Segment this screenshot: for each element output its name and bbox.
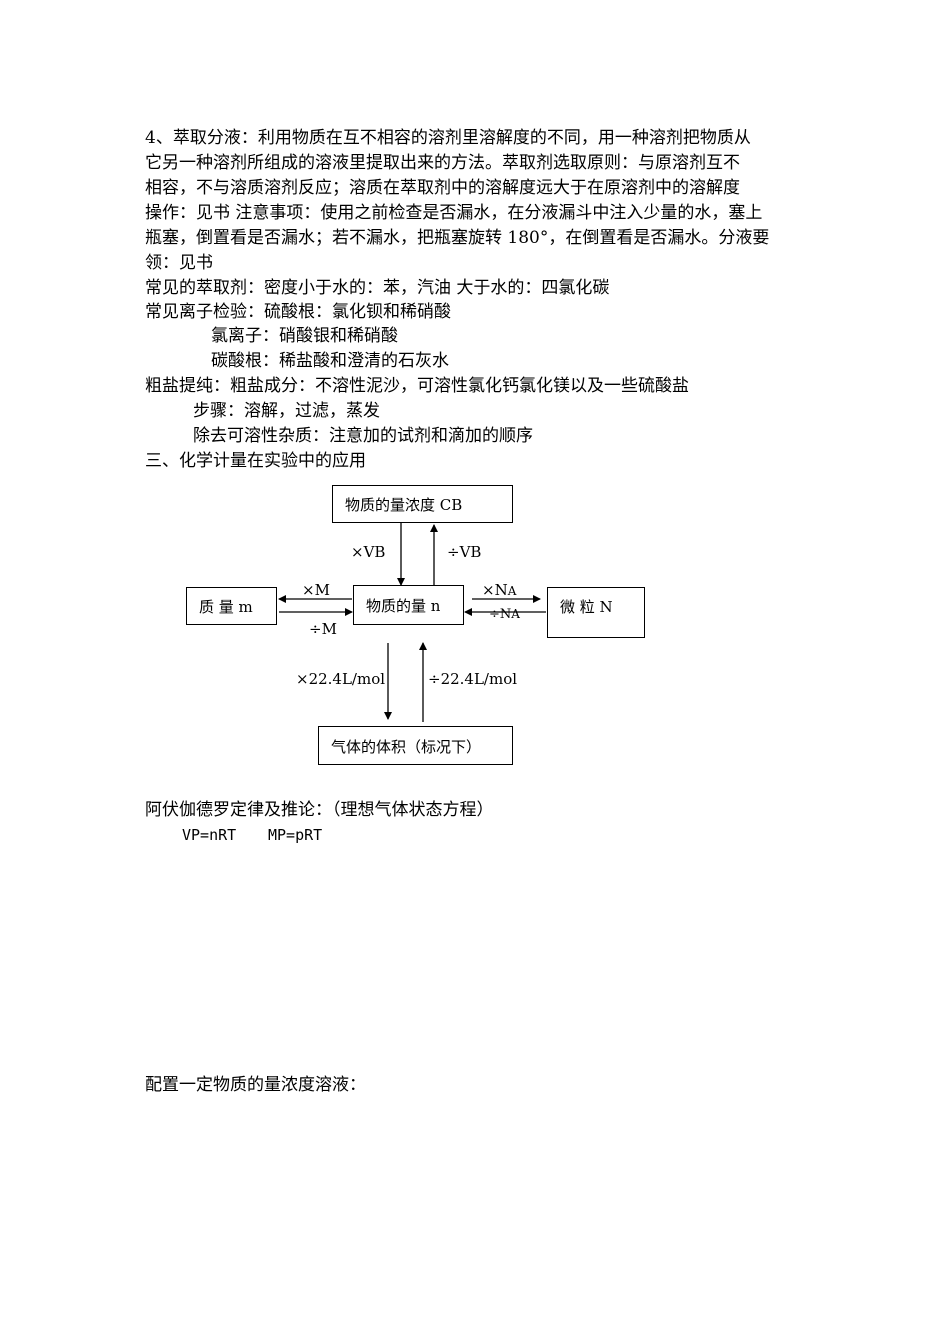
label-times-na-text: ×N — [482, 581, 508, 599]
box-gas-volume: 气体的体积（标况下） — [318, 726, 513, 765]
text-line-extraction-1: 4、萃取分液：利用物质在互不相容的溶剂里溶解度的不同，用一种溶剂把物质从 — [145, 128, 751, 148]
label-times-vb: ×VB — [351, 543, 386, 561]
box-mass: 质 量 m — [186, 587, 277, 625]
label-divide-na-text: ÷N — [489, 607, 512, 622]
box-gas-volume-label: 气体的体积（标况下） — [331, 738, 482, 756]
box-amount-label: 物质的量 n — [366, 597, 441, 615]
text-line-extraction-6: 领：见书 — [145, 253, 213, 273]
text-salt-composition: 粗盐提纯：粗盐成分：不溶性泥沙，可溶性氯化钙氯化镁以及一些硫酸盐 — [145, 376, 689, 396]
avogadro-heading: 阿伏伽德罗定律及推论：（理想气体状态方程） — [145, 800, 494, 820]
label-times-m: ×M — [302, 581, 330, 599]
box-amount-of-substance: 物质的量 n — [353, 585, 464, 625]
label-divide-m: ÷M — [309, 620, 337, 638]
label-divide-22-4: ÷22.4L/mol — [428, 670, 518, 688]
formula-mp-prt: MP=pRT — [268, 826, 323, 844]
text-salt-impurities: 除去可溶性杂质：注意加的试剂和滴加的顺序 — [193, 426, 533, 446]
label-times-22-4: ×22.4L/mol — [296, 670, 386, 688]
text-salt-steps: 步骤：溶解，过滤，蒸发 — [193, 401, 380, 421]
section-heading-stoichiometry: 三、化学计量在实验中的应用 — [145, 451, 366, 471]
text-line-extraction-3: 相容，不与溶质溶剂反应；溶质在萃取剂中的溶解度远大于在原溶剂中的溶解度 — [145, 178, 740, 198]
text-line-extraction-5: 瓶塞，倒置看是否漏水；若不漏水，把瓶塞旋转 180°，在倒置看是否漏水。分液要 — [145, 228, 770, 248]
solution-preparation-heading: 配置一定物质的量浓度溶液： — [145, 1075, 366, 1095]
label-divide-vb: ÷VB — [447, 543, 482, 561]
label-divide-na: ÷NA — [489, 607, 520, 622]
label-times-na-subscript: A — [507, 584, 517, 598]
box-particles: 微 粒 N — [547, 587, 645, 638]
text-ion-test-sulfate: 常见离子检验：硫酸根：氯化钡和稀硝酸 — [145, 302, 451, 322]
text-line-extraction-2: 它另一种溶剂所组成的溶液里提取出来的方法。萃取剂选取原则：与原溶剂互不 — [145, 153, 740, 173]
box-particles-label: 微 粒 N — [560, 598, 613, 616]
box-mass-label: 质 量 m — [199, 598, 253, 616]
diagram-arrows — [278, 523, 546, 722]
box-molar-concentration: 物质的量浓度 CB — [332, 485, 513, 523]
box-molar-concentration-label: 物质的量浓度 C — [345, 496, 452, 514]
label-times-na: ×NA — [482, 581, 516, 599]
box-molar-concentration-subscript: B — [451, 496, 463, 514]
formula-vp-nrt: VP=nRT — [182, 826, 237, 844]
text-line-extraction-4: 操作：见书 注意事项：使用之前检查是否漏水，在分液漏斗中注入少量的水，塞上 — [145, 203, 763, 223]
text-common-extractants: 常见的萃取剂：密度小于水的：苯，汽油 大于水的：四氯化碳 — [145, 278, 610, 298]
text-ion-test-chloride: 氯离子：硝酸银和稀硝酸 — [211, 326, 398, 346]
label-divide-na-subscript: A — [511, 607, 520, 621]
text-ion-test-carbonate: 碳酸根：稀盐酸和澄清的石灰水 — [211, 351, 449, 371]
